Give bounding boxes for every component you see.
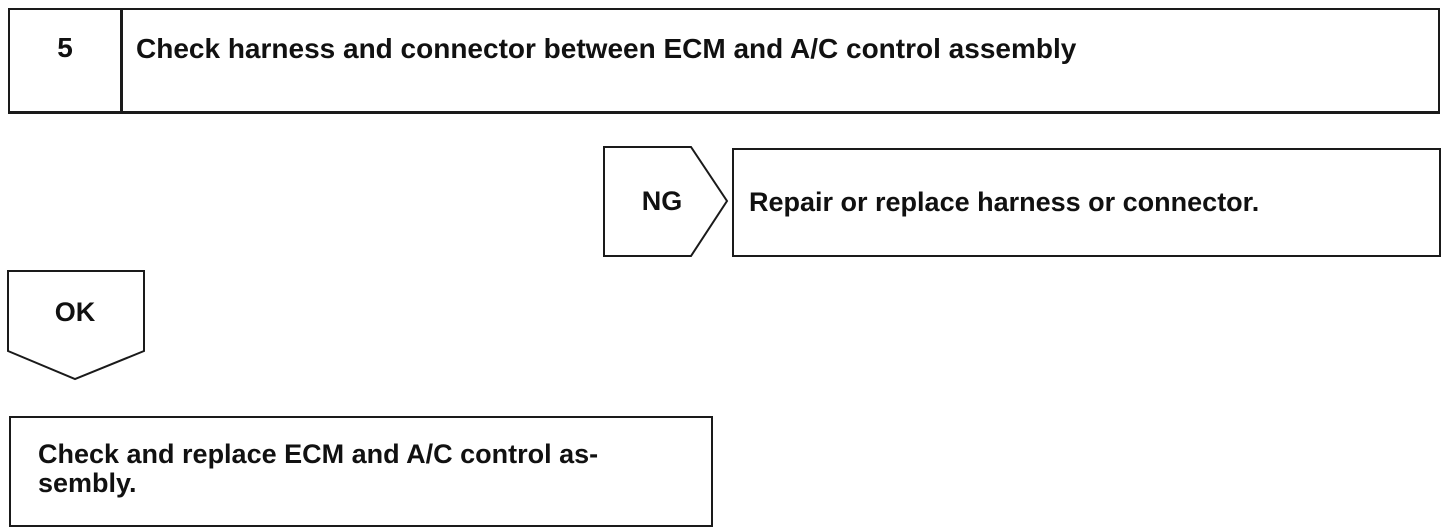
ng-arrow-icon — [603, 146, 729, 257]
step-header-box: 5 Check harness and connector between EC… — [8, 8, 1440, 114]
step-number-cell: 5 — [10, 10, 123, 111]
ng-result-box: Repair or replace harness or connector. — [732, 148, 1441, 257]
step-number: 5 — [57, 32, 73, 63]
ok-result-text: Check and replace ECM and A/C control as… — [38, 439, 599, 498]
ng-result-text: Repair or replace harness or connector. — [749, 187, 1260, 217]
step-title: Check harness and connector between ECM … — [136, 33, 1077, 64]
ng-label: NG — [641, 186, 683, 216]
ok-result-box: Check and replace ECM and A/C control as… — [9, 416, 713, 527]
ok-label: OK — [54, 297, 96, 327]
ok-arrow-icon — [7, 270, 145, 381]
